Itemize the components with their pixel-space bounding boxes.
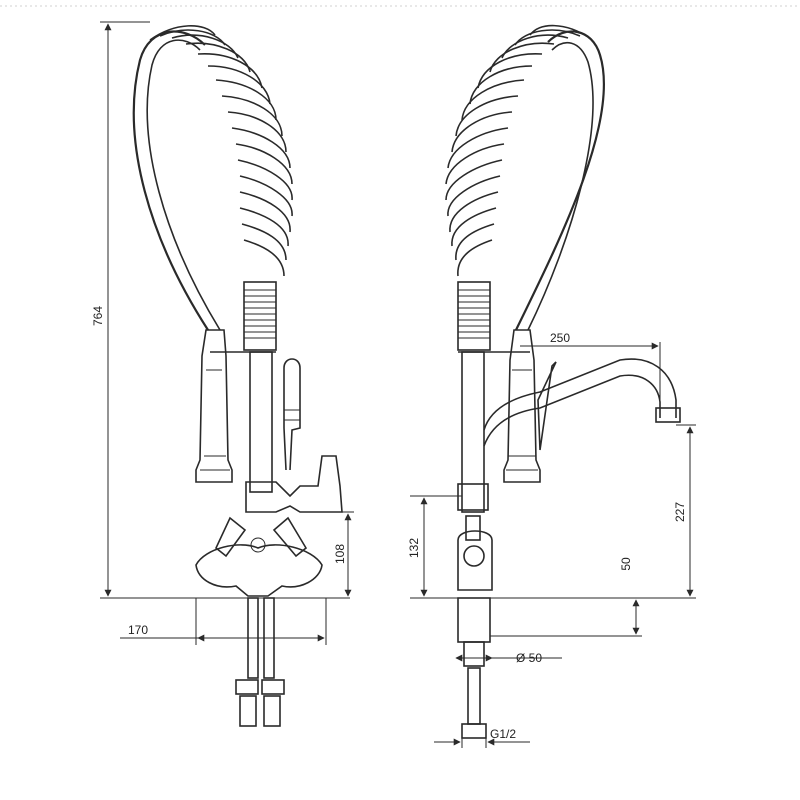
side-sleeve-hatching [458,289,490,339]
dim-spout-reach: 250 [550,331,570,345]
front-handle-left [215,516,247,558]
dim-height-base: 108 [333,544,347,564]
side-spray-head [503,329,541,483]
front-spring [149,25,293,277]
front-center-cap [250,537,266,553]
side-body-block [457,483,489,511]
side-spray-lever [537,361,557,451]
side-handle-hub [463,545,485,567]
dim-diameter: Ø 50 [516,651,542,665]
side-dimensions: 250 227 132 50 Ø 50 G1/2 [407,331,696,748]
side-base-body [457,530,493,591]
dim-body-height: 132 [407,538,421,558]
front-spout [283,358,301,471]
dim-base-height: 50 [619,557,633,571]
front-spray-head [195,329,233,483]
side-stem [465,515,481,541]
front-base-body [195,544,323,597]
side-hose-outer [515,30,605,331]
front-column [249,351,273,493]
front-hose-outer [132,30,209,331]
front-mixer-block [245,455,343,513]
side-hose-inner [527,41,594,331]
front-view [132,25,343,727]
side-spout-arm-upper [483,358,677,431]
side-spring [445,24,591,277]
side-spout-arm-lower [483,374,661,447]
dim-height-total: 764 [91,306,105,326]
dim-thread: G1/2 [490,727,516,741]
side-column [461,351,485,513]
dim-width-base: 170 [128,623,148,637]
front-supply-pipes [235,597,285,727]
front-spring-sleeve [243,281,277,351]
side-spring-sleeve [457,281,491,351]
front-sleeve-hatching [244,289,276,339]
front-dimensions: 764 170 108 [91,21,354,645]
side-view [445,24,681,739]
dim-spout-height: 227 [673,502,687,522]
side-supply-pipes [457,597,491,739]
side-spout-nozzle [655,407,681,423]
front-hose-inner [146,39,221,331]
front-handle-right [272,516,308,558]
